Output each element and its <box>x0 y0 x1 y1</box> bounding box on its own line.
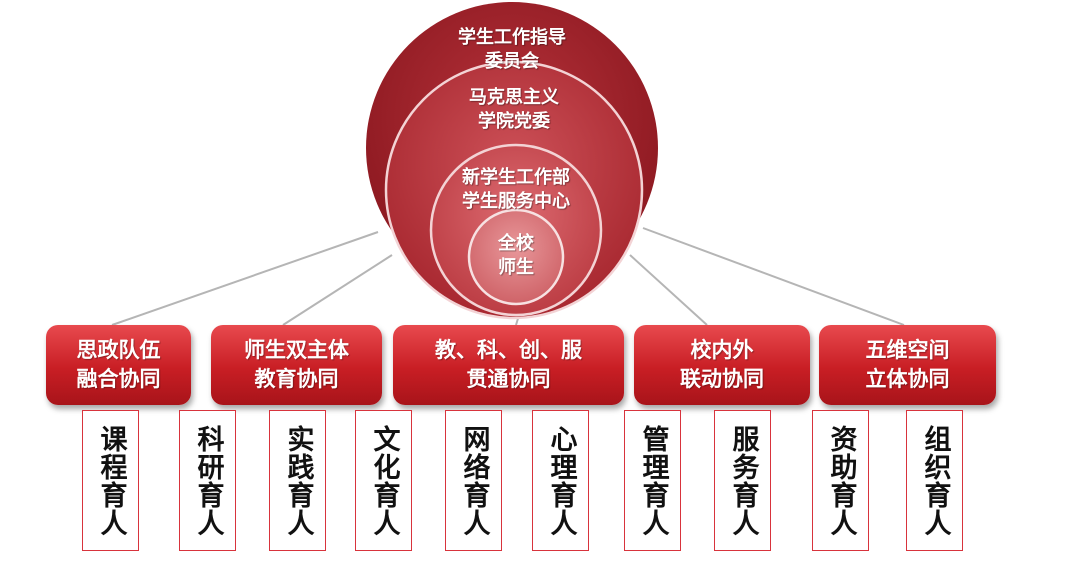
collab-box-5-line-1: 五维空间 <box>865 338 950 362</box>
collab-box-2-line-1: 师生双主体 <box>244 338 349 362</box>
collab-box-3: 教、科、创、服 贯通协同 <box>393 325 624 405</box>
connector-line-4 <box>629 254 708 326</box>
education-item-5-label: 网络育人 <box>458 424 490 537</box>
collab-box-3-line-2: 贯通协同 <box>466 367 551 391</box>
circle-label-2-line-1: 马克思主义 <box>469 87 559 108</box>
collab-box-2: 师生双主体 教育协同 <box>211 325 382 405</box>
circle-label-1-line-1: 学生工作指导 <box>458 27 566 48</box>
education-item-3: 实践育人 <box>269 410 326 551</box>
education-item-4-label: 文化育人 <box>368 424 400 537</box>
collab-box-4: 校内外 联动协同 <box>634 325 810 405</box>
education-item-2: 科研育人 <box>179 410 236 551</box>
collab-box-2-line-2: 教育协同 <box>254 367 339 391</box>
connector-line-2 <box>282 254 393 326</box>
circle-label-2: 马克思主义 学院党委 <box>414 86 614 134</box>
education-item-5: 网络育人 <box>445 410 502 551</box>
education-item-9: 资助育人 <box>812 410 869 551</box>
connector-line-1 <box>111 231 379 326</box>
circle-label-4: 全校 师生 <box>466 232 566 280</box>
education-item-8-label: 服务育人 <box>727 424 759 537</box>
circle-label-3: 新学生工作部 学生服务中心 <box>416 166 616 214</box>
education-item-4: 文化育人 <box>355 410 412 551</box>
circle-label-1-line-2: 委员会 <box>485 51 539 72</box>
circle-label-2-line-2: 学院党委 <box>478 111 550 132</box>
education-item-1: 课程育人 <box>82 410 139 551</box>
education-item-6-label: 心理育人 <box>545 424 577 537</box>
circle-label-4-line-1: 全校 <box>498 233 534 254</box>
education-item-6: 心理育人 <box>532 410 589 551</box>
education-item-1-label: 课程育人 <box>95 424 127 537</box>
education-item-7-label: 管理育人 <box>637 424 669 537</box>
collab-box-4-line-2: 联动协同 <box>680 367 764 391</box>
education-item-10-label: 组织育人 <box>919 424 951 537</box>
circle-label-3-line-2: 学生服务中心 <box>462 191 570 212</box>
education-item-3-label: 实践育人 <box>282 424 314 537</box>
collab-box-5: 五维空间 立体协同 <box>819 325 996 405</box>
collab-box-1: 思政队伍 融合协同 <box>46 325 191 405</box>
collab-box-4-line-1: 校内外 <box>690 338 754 362</box>
connector-line-5 <box>642 227 905 326</box>
circle-level-4 <box>467 208 565 306</box>
circle-label-4-line-2: 师生 <box>498 257 534 278</box>
education-item-7: 管理育人 <box>624 410 681 551</box>
education-item-10: 组织育人 <box>906 410 963 551</box>
collab-box-1-line-1: 思政队伍 <box>76 338 161 362</box>
circle-label-1: 学生工作指导 委员会 <box>412 26 612 74</box>
collab-box-3-line-1: 教、科、创、服 <box>435 338 582 362</box>
education-item-9-label: 资助育人 <box>825 424 857 537</box>
education-item-2-label: 科研育人 <box>192 424 224 537</box>
education-item-8: 服务育人 <box>714 410 771 551</box>
collab-box-5-line-2: 立体协同 <box>865 367 950 391</box>
circle-label-3-line-1: 新学生工作部 <box>462 167 570 188</box>
collab-box-1-line-2: 融合协同 <box>76 367 161 391</box>
